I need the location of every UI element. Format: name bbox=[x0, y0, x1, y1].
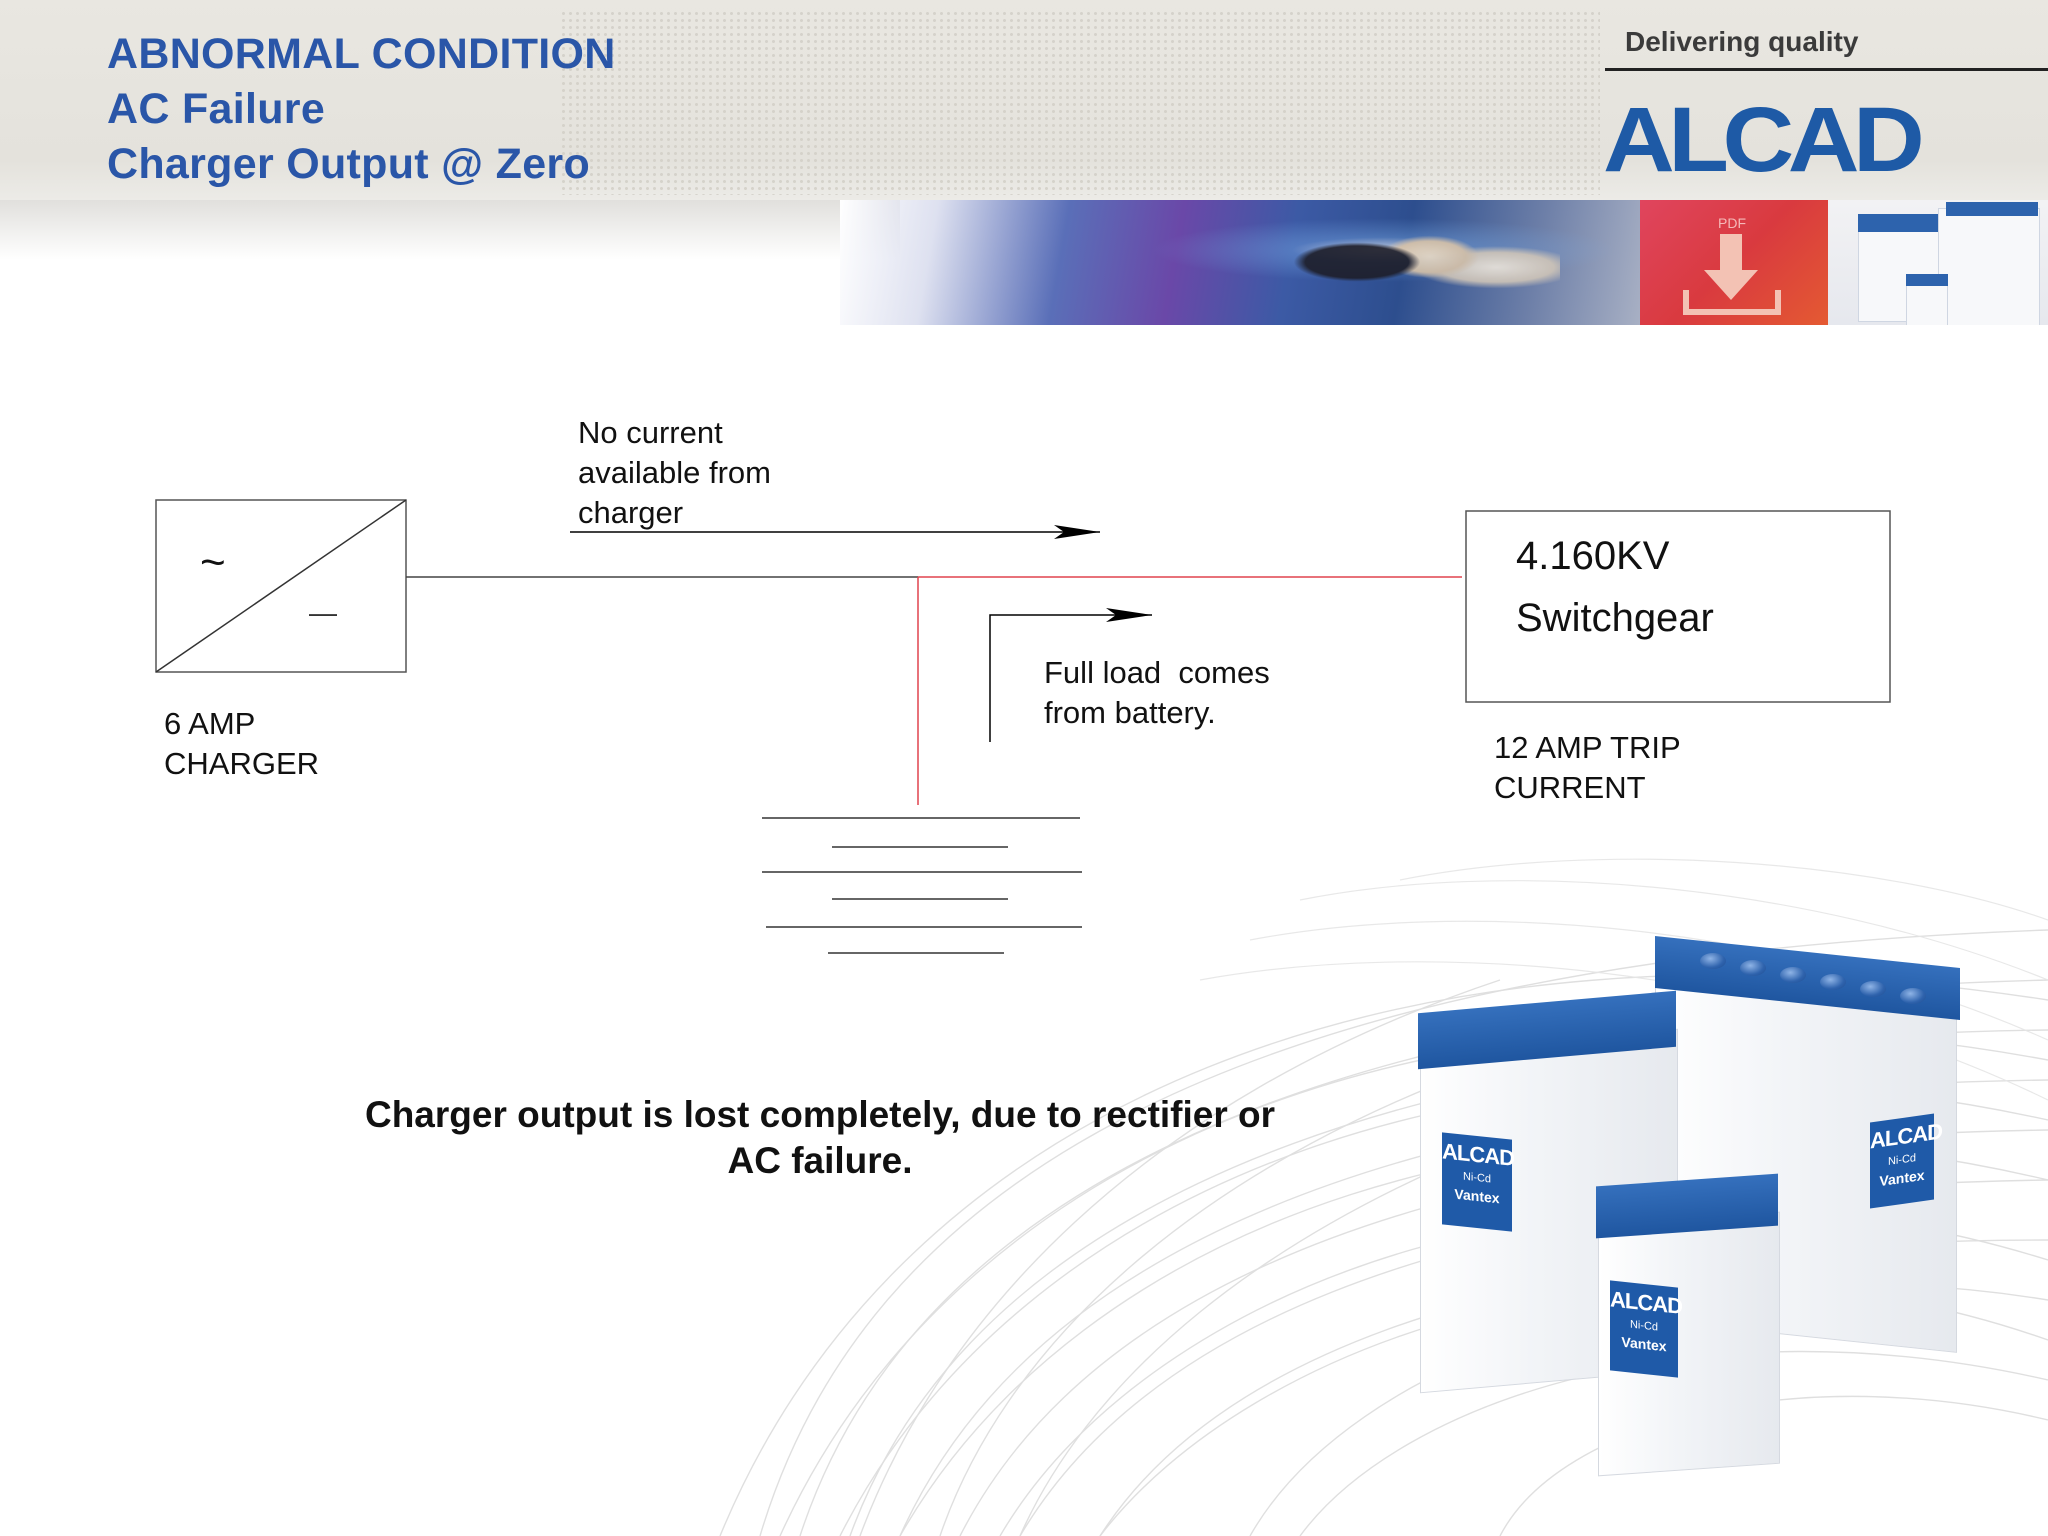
label-brand-small: ALCAD bbox=[1610, 1286, 1682, 1319]
battery-label-large: ALCAD Ni-Cd Vantex bbox=[1870, 1113, 1942, 1209]
header-dot-pattern bbox=[560, 10, 1600, 195]
label-brand-large: ALCAD bbox=[1870, 1118, 1942, 1154]
charger-label: 6 AMP CHARGER bbox=[164, 704, 319, 784]
annotation-no-current-line-3: charger bbox=[578, 495, 684, 530]
caption-line-1: Charger output is lost completely, due t… bbox=[364, 1094, 1276, 1135]
annotation-full-load: Full load comes from battery. bbox=[1044, 653, 1270, 733]
charger-label-line-2: CHARGER bbox=[164, 746, 320, 781]
battery-label-small: ALCAD Ni-Cd Vantex bbox=[1610, 1280, 1682, 1378]
alcad-logo: ALCAD bbox=[1603, 89, 1925, 191]
battery-label-medium: ALCAD Ni-Cd Vantex bbox=[1442, 1132, 1514, 1232]
annotation-no-current-line-1: No current bbox=[578, 415, 723, 450]
label-model-small: Vantex bbox=[1621, 1333, 1667, 1355]
annotation-full-load-line-2: from battery. bbox=[1044, 695, 1216, 730]
annotation-full-load-line-1: Full load comes bbox=[1044, 655, 1270, 690]
tagline-rule bbox=[1605, 68, 2048, 71]
charger-box bbox=[155, 499, 407, 673]
slide-caption: Charger output is lost completely, due t… bbox=[300, 1092, 1340, 1184]
label-model-medium: Vantex bbox=[1454, 1185, 1500, 1207]
label-brand-medium: ALCAD bbox=[1442, 1138, 1514, 1171]
terminal-4 bbox=[1820, 974, 1846, 990]
charger-ac-symbol: ~ bbox=[200, 538, 226, 587]
header-shadow bbox=[0, 200, 900, 260]
annotation-no-current: No current available from charger bbox=[578, 413, 771, 533]
mini-cap-3 bbox=[1906, 274, 1948, 286]
charger-dc-symbol: — bbox=[309, 597, 337, 628]
switchgear-voltage: 4.160KV bbox=[1516, 534, 1670, 578]
switchgear-box bbox=[1465, 510, 1891, 703]
slide-title-line-3: Charger Output @ Zero bbox=[107, 140, 591, 188]
charger-label-line-1: 6 AMP bbox=[164, 706, 256, 741]
mini-cap-2 bbox=[1946, 202, 2038, 216]
switchgear-label-line-1: 12 AMP TRIP bbox=[1494, 730, 1681, 765]
terminal-3 bbox=[1780, 967, 1806, 983]
brand-tagline: Delivering quality bbox=[1625, 26, 1859, 57]
banner-pdf-download: PDF bbox=[1640, 200, 1828, 325]
label-model-large: Vantex bbox=[1879, 1166, 1925, 1190]
terminal-2 bbox=[1740, 960, 1766, 976]
slide-title-line-2: AC Failure bbox=[107, 85, 326, 133]
banner-battery-photo bbox=[1828, 200, 2048, 325]
mini-cell-2 bbox=[1938, 208, 2040, 325]
battery-load-arrow bbox=[989, 608, 1152, 742]
switchgear-label: 12 AMP TRIP CURRENT bbox=[1494, 728, 1681, 808]
switchgear-text: 4.160KV Switchgear bbox=[1516, 525, 1714, 649]
switchgear-label-line-2: CURRENT bbox=[1494, 770, 1646, 805]
terminal-1 bbox=[1700, 953, 1726, 969]
charger-diagonal bbox=[155, 499, 407, 673]
photo-banner: PDF bbox=[840, 200, 2048, 325]
terminal-6 bbox=[1900, 988, 1926, 1004]
slide-title-line-1: ABNORMAL CONDITION bbox=[107, 30, 616, 78]
terminal-5 bbox=[1860, 981, 1886, 997]
pdf-badge-text: PDF bbox=[1718, 215, 1746, 231]
annotation-no-current-line-2: available from bbox=[578, 455, 771, 490]
switchgear-name: Switchgear bbox=[1516, 596, 1714, 640]
download-arrow-icon: PDF bbox=[1683, 215, 1781, 315]
caption-line-2: AC failure. bbox=[727, 1140, 913, 1181]
battery-symbol bbox=[762, 817, 1082, 954]
mini-cap-1 bbox=[1858, 214, 1940, 232]
banner-people-photo bbox=[1270, 220, 1560, 325]
